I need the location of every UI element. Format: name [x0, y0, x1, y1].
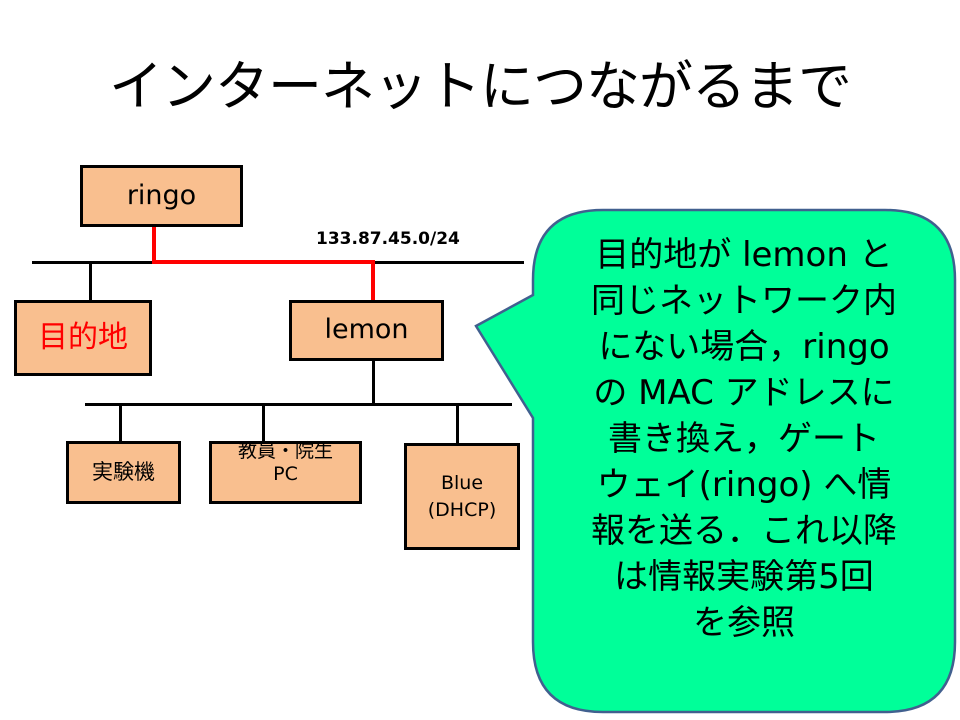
destination-link	[89, 262, 92, 300]
blue-link	[456, 404, 459, 444]
node-blue-line1: Blue	[440, 471, 484, 494]
node-ringo-label: ringo	[126, 179, 197, 211]
node-blue-dhcp: Blue (DHCP)	[404, 443, 520, 550]
subnet-label: 133.87.45.0/24	[316, 229, 460, 249]
lower-network-bus	[85, 403, 512, 406]
node-destination-label: 目的地	[38, 320, 128, 355]
node-staff-pc: 教員・院生 PC	[209, 440, 362, 504]
callout-line: 書き換え，ゲート	[608, 419, 880, 459]
lemon-downlink	[372, 358, 375, 405]
callout-line: ウェイ(ringo) へ情	[596, 465, 892, 505]
callout-line: を参照	[693, 603, 795, 643]
callout-line: にない場合，ringo	[598, 327, 890, 367]
callout-line: 報を送る．これ以降	[591, 511, 897, 551]
callout-shape	[474, 208, 957, 714]
callout-line: は情報実験第5回	[614, 557, 874, 597]
node-lemon: lemon	[289, 300, 444, 361]
callout-line: 同じネットワーク内	[591, 281, 897, 321]
node-destination: 目的地	[14, 300, 152, 376]
callout-line: 目的地が lemon と	[595, 235, 893, 275]
route-ringo-down	[152, 225, 156, 264]
node-staff-pc-line1: 教員・院生	[237, 440, 333, 462]
node-staff-pc-line2: PC	[273, 462, 298, 485]
node-experiment-machine-label: 実験機	[92, 459, 155, 484]
slide-title: インターネットにつながるまで	[109, 55, 852, 118]
experiment-link	[119, 404, 122, 442]
node-lemon-label: lemon	[324, 314, 409, 346]
route-lemon-up	[371, 260, 375, 300]
staff-pc-link	[262, 404, 265, 442]
callout-line: の MAC アドレスに	[593, 373, 895, 413]
node-experiment-machine: 実験機	[66, 441, 181, 504]
route-horizontal	[152, 260, 375, 264]
callout-text: 目的地が lemon と 同じネットワーク内 にない場合，ringo の MAC…	[548, 232, 940, 646]
node-ringo: ringo	[80, 165, 243, 227]
node-blue-line2: (DHCP)	[427, 498, 497, 521]
